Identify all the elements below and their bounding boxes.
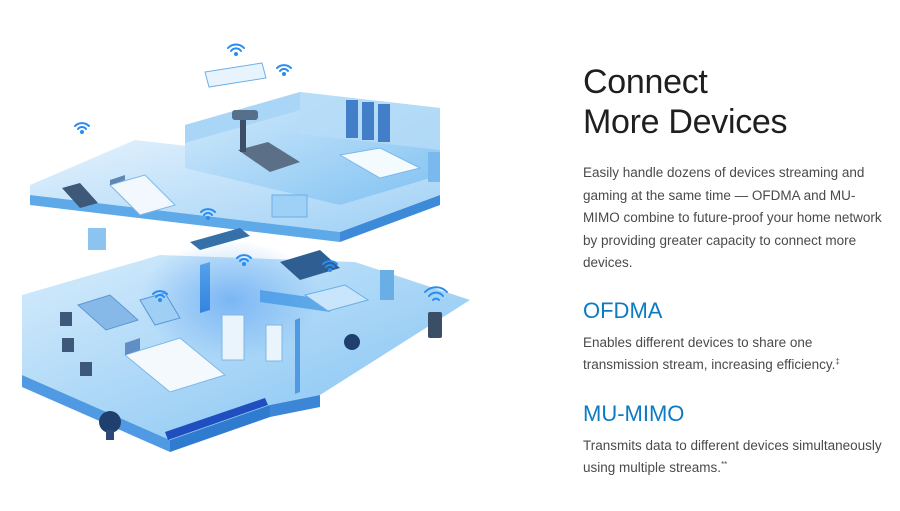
- bathtub-icon: [338, 147, 422, 179]
- bed-icon: [123, 337, 227, 393]
- sofa-icon: [62, 183, 98, 208]
- feature-copy: Connect More Devices Easily handle dozen…: [583, 62, 883, 480]
- wifi-icon: [74, 122, 90, 134]
- plant-icon: [99, 411, 121, 440]
- treadmill-icon: [232, 110, 300, 172]
- smart-home-illustration: [22, 43, 470, 452]
- wifi-icon: [322, 260, 338, 272]
- headline-line-1: Connect: [583, 63, 708, 101]
- tv-icon: [139, 292, 283, 362]
- plant-icon: [344, 334, 360, 350]
- feature-description: Enables different devices to share one t…: [583, 332, 883, 377]
- feature-mu-mimo: MU-MIMO Transmits data to different devi…: [583, 400, 883, 480]
- wifi-icon: [424, 286, 448, 301]
- feature-title: MU-MIMO: [583, 400, 685, 426]
- feature-description: Transmits data to different devices simu…: [583, 435, 883, 480]
- air-conditioner-icon: [204, 62, 267, 88]
- headline-line-2: More Devices: [583, 103, 788, 141]
- footnote-marker: **: [721, 460, 728, 469]
- wifi-icon: [227, 43, 245, 56]
- feature-description-text: Transmits data to different devices simu…: [583, 437, 882, 476]
- bed-icon: [109, 174, 176, 216]
- upper-floor: [30, 62, 440, 250]
- ground-floor: [22, 228, 470, 452]
- feature-ofdma: OFDMA Enables different devices to share…: [583, 297, 883, 377]
- feature-description-text: Enables different devices to share one t…: [583, 334, 836, 373]
- router-icon: [428, 312, 442, 338]
- wifi-icon: [276, 64, 292, 76]
- wifi-icon: [236, 254, 252, 266]
- feature-title: OFDMA: [583, 297, 663, 323]
- footnote-marker: ‡: [835, 357, 840, 366]
- page-title: Connect More Devices: [583, 62, 883, 142]
- wifi-icon: [200, 208, 216, 220]
- house-cutaway-svg: [22, 43, 470, 452]
- sofa-icon: [77, 294, 139, 331]
- intro-paragraph: Easily handle dozens of devices streamin…: [583, 165, 882, 270]
- wifi-icon: [152, 290, 168, 302]
